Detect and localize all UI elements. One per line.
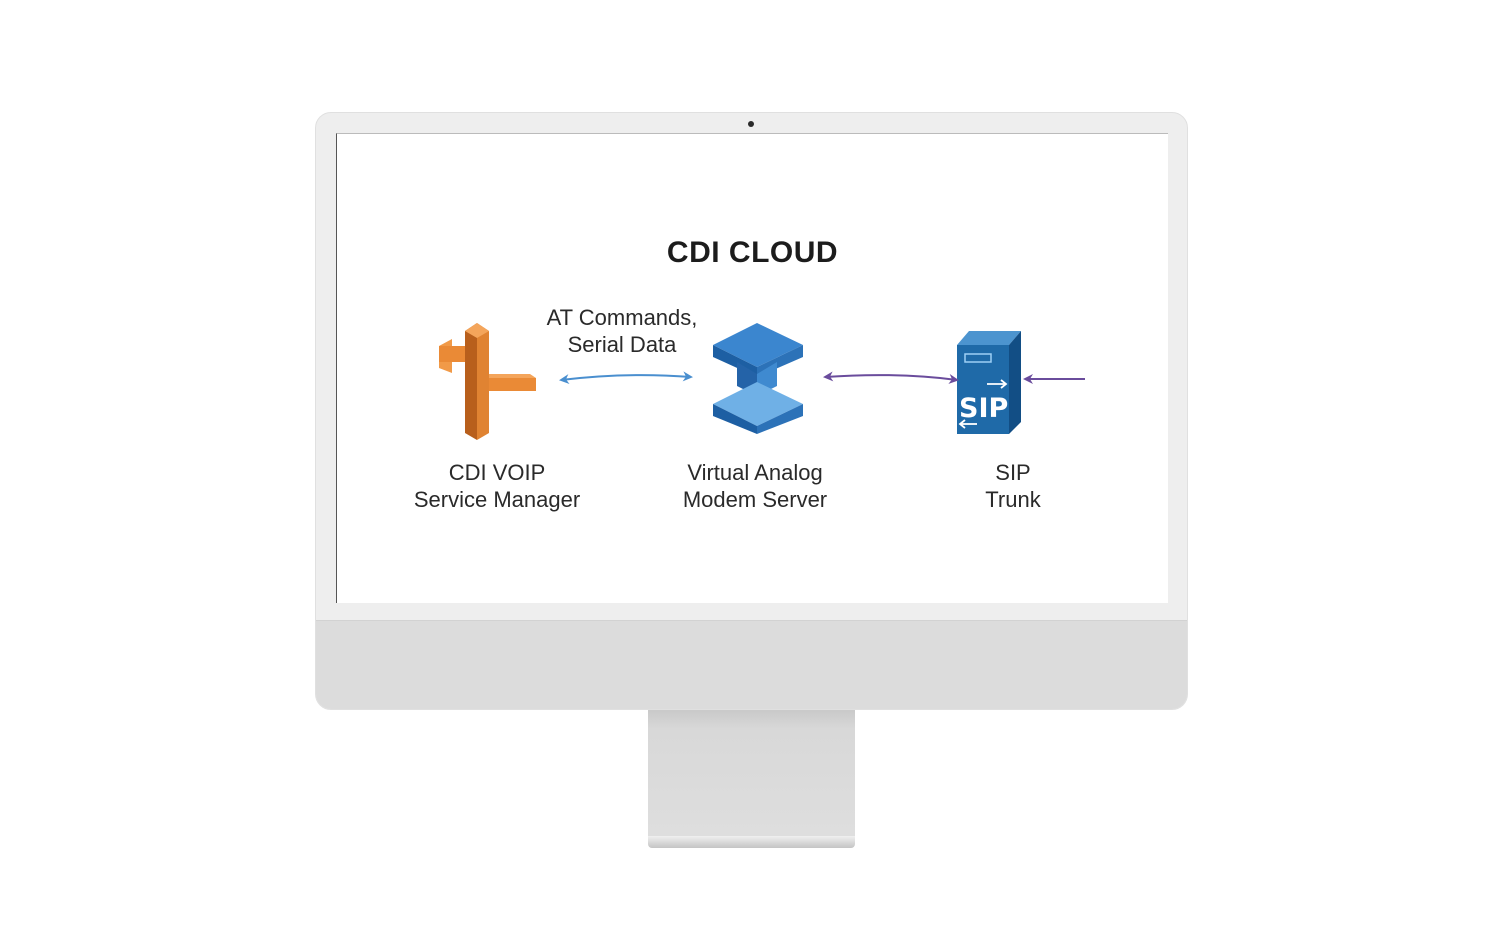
- node-label-line1: SIP: [995, 460, 1031, 485]
- monitor-frame: CDI CLOUD AT Commands, Serial Data CDI V…: [315, 112, 1188, 710]
- edge-label-line1: AT Commands,: [546, 305, 698, 330]
- monitor-stand-foot: [648, 836, 855, 848]
- monitor-stand: [648, 710, 855, 836]
- node-label-line2: Trunk: [985, 487, 1041, 512]
- node-label-modem-server: Virtual Analog Modem Server: [655, 459, 855, 513]
- monitor-screen: CDI CLOUD AT Commands, Serial Data CDI V…: [336, 133, 1168, 603]
- diagram-canvas: SIP: [439, 323, 1085, 440]
- camera-dot: [748, 121, 754, 127]
- arrow-manager-to-modem: [559, 371, 693, 385]
- modem-server-icon: [713, 323, 803, 434]
- diagram-title: CDI CLOUD: [666, 236, 839, 269]
- monitor-chin: [316, 620, 1187, 709]
- edge-label-line2: Serial Data: [567, 332, 677, 357]
- sip-icon-text: SIP: [959, 393, 1008, 424]
- arrow-modem-to-sip: [823, 371, 959, 384]
- service-manager-icon: [439, 323, 536, 440]
- node-label-sip-trunk: SIP Trunk: [913, 459, 1113, 513]
- node-label-line2: Service Manager: [413, 487, 581, 512]
- node-label-line2: Modem Server: [682, 487, 828, 512]
- edge-label: AT Commands, Serial Data: [527, 304, 717, 358]
- node-label-service-manager: CDI VOIP Service Manager: [397, 459, 597, 513]
- node-label-line1: CDI VOIP: [448, 460, 546, 485]
- node-label-line1: Virtual Analog: [687, 460, 823, 485]
- sip-server-icon: SIP: [957, 331, 1021, 434]
